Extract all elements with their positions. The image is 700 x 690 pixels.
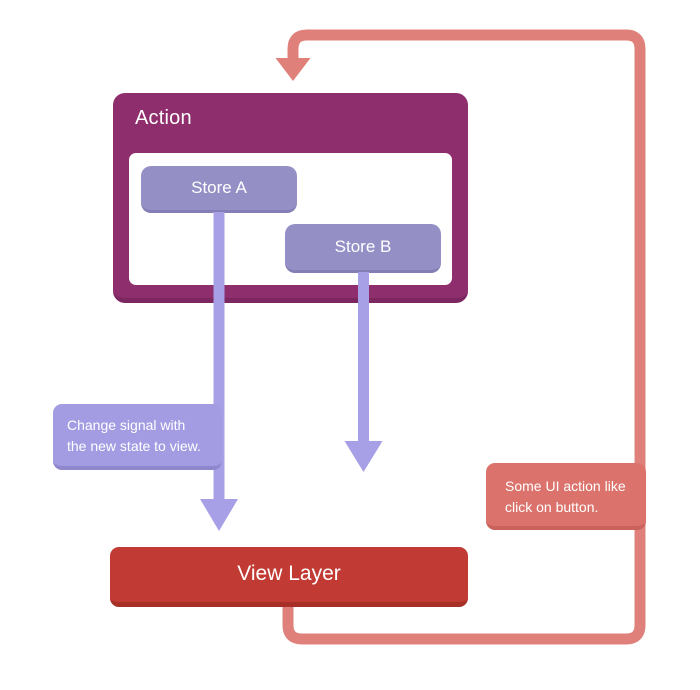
change-signal-note-line2: the new state to view.: [67, 438, 201, 454]
ui-action-note-line2: click on button.: [505, 499, 599, 515]
action-box-title: Action: [135, 107, 192, 129]
change-signal-note-line1: Change signal with: [67, 417, 186, 433]
store-a-label: Store A: [191, 178, 247, 197]
store-b-arrowhead-icon: [344, 441, 383, 472]
view-layer-label: View Layer: [237, 562, 341, 585]
store-a-box: Store A: [141, 166, 297, 213]
stores-panel: Store A Store B: [129, 153, 452, 285]
store-a-arrowhead-icon: [200, 499, 238, 531]
action-box: Action Store A Store B: [113, 93, 468, 303]
store-b-label: Store B: [334, 237, 392, 256]
ui-action-note-line1: Some UI action like: [505, 478, 626, 494]
ui-action-note: Some UI action like click on button.: [486, 463, 646, 530]
change-signal-note: Change signal with the new state to view…: [53, 404, 222, 470]
feedback-loop-arrowhead-icon: [275, 58, 311, 81]
view-layer-box: View Layer: [110, 547, 468, 607]
store-b-box: Store B: [285, 224, 441, 273]
